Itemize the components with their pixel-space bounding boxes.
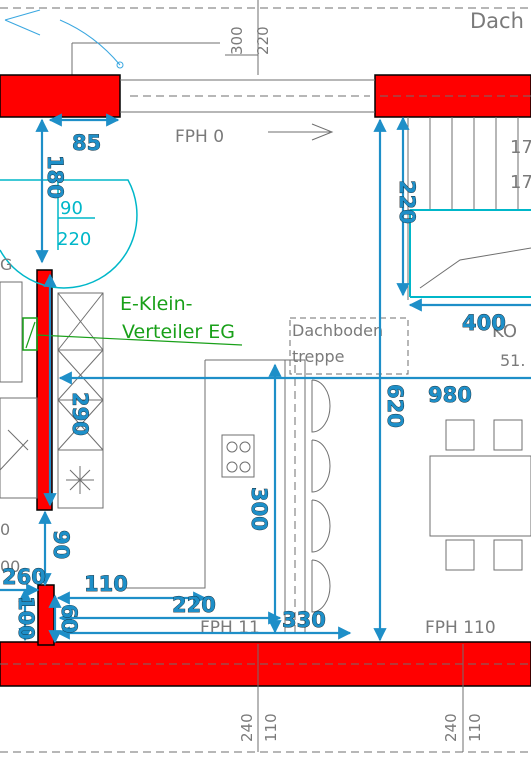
bottom-marks: 240 110 240 110	[238, 644, 484, 752]
left-mark-0: 0	[0, 520, 10, 539]
label-fph0: FPH 0	[175, 127, 224, 147]
left-mark-00: 00	[0, 557, 20, 576]
top-mark-220: 220	[254, 26, 272, 55]
dimension-980: 980	[428, 383, 472, 407]
dimension-290: 290	[68, 392, 92, 436]
label-g: G	[0, 255, 12, 274]
kitchen-island: Dachboden treppe	[120, 317, 409, 632]
label-dachboden: Dachboden	[292, 321, 383, 340]
dimension-220b: 220	[172, 593, 216, 617]
dimension-labels: 85 180 220 400 620 980 290 300 90 260 11…	[2, 131, 507, 641]
dimension-180: 180	[43, 155, 67, 199]
label-fph110-right: FPH 110	[425, 618, 496, 638]
dimension-260: 260	[2, 565, 46, 589]
dimension-100: 100	[14, 596, 38, 640]
top-mark-300: 300	[228, 26, 246, 55]
left-fixtures: E-Klein- Verteiler EG 0 00	[0, 281, 243, 576]
bottom-mark-240a: 240	[238, 713, 256, 742]
dimension-60: 60	[57, 604, 81, 633]
label-fph110-left: FPH 11	[200, 618, 260, 638]
door-width-90: 90	[60, 198, 83, 219]
label-area: 51.	[500, 351, 525, 370]
stair-step-17a: 17	[510, 137, 531, 158]
dimension-110: 110	[84, 572, 128, 596]
stair-arrow-icon	[4, 9, 41, 36]
stairs: 17 17	[407, 117, 531, 300]
dimension-lines	[0, 113, 531, 644]
dimension-620: 620	[383, 384, 407, 428]
cooktop-star-icon	[66, 466, 94, 494]
bottom-mark-240b: 240	[442, 713, 460, 742]
bottom-mark-110b: 110	[466, 713, 484, 742]
dining-area: KO 51.	[429, 321, 531, 571]
label-dach: Dach	[470, 9, 524, 33]
door-swing: 90 220 G	[0, 179, 138, 289]
annotation-e-klein-1: E-Klein-	[120, 293, 192, 315]
bottom-mark-110a: 110	[262, 713, 280, 742]
stair-step-17b: 17	[510, 172, 531, 193]
walls	[0, 74, 531, 687]
annotation-e-klein-2: Verteiler EG	[122, 321, 235, 343]
door-height-220: 220	[57, 229, 91, 250]
dimension-300: 300	[247, 487, 271, 531]
direction-arrow-icon	[268, 123, 334, 141]
dimension-85: 85	[72, 131, 101, 155]
label-ko: KO	[492, 321, 517, 342]
dimension-400: 400	[462, 311, 506, 335]
label-treppe: treppe	[292, 347, 345, 366]
top-area: Dach 300 220	[4, 0, 524, 75]
sheet-frame	[0, 7, 531, 753]
dimension-90: 90	[49, 530, 73, 559]
dimension-220: 220	[395, 180, 419, 224]
fph-labels: FPH 0 FPH 11 FPH 110	[175, 123, 496, 638]
dimension-330: 330	[282, 608, 326, 632]
